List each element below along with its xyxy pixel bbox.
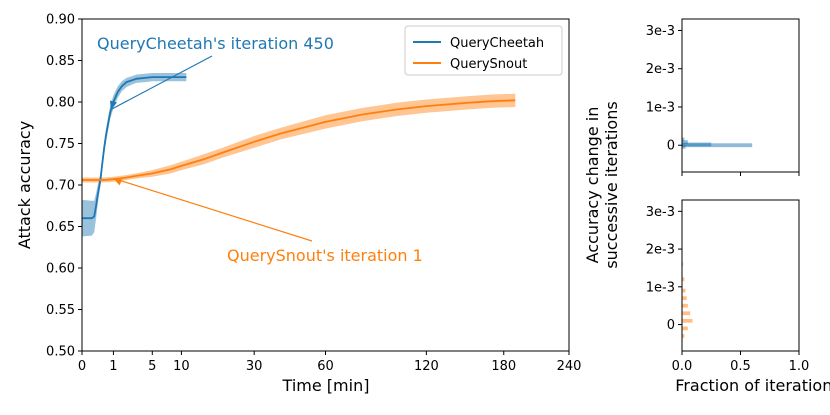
x-tick-label: 120 bbox=[414, 359, 439, 374]
histogram-bar bbox=[682, 311, 691, 316]
main-chart: QueryCheetah's iteration 450QuerySnout's… bbox=[15, 13, 581, 396]
main-x-axis-label: Time [min] bbox=[282, 376, 370, 395]
y-tick-label: 0.60 bbox=[46, 262, 75, 277]
histogram-bar bbox=[682, 334, 685, 338]
y-tick-label: 0 bbox=[667, 139, 675, 154]
histogram-bar bbox=[682, 262, 684, 267]
histogram-bottom-frame bbox=[681, 199, 800, 352]
y-tick-label: 3e-3 bbox=[646, 24, 675, 39]
legend-box bbox=[404, 25, 563, 76]
histogram-bar bbox=[682, 296, 687, 301]
histogram-y-axis-label: Accuracy change in successive iterations bbox=[583, 101, 621, 268]
histogram-bar bbox=[682, 326, 688, 331]
y-tick-label: 0.80 bbox=[46, 96, 75, 111]
histogram-bar bbox=[682, 277, 685, 282]
y-tick-label: 0.70 bbox=[46, 179, 75, 194]
histogram-querycheetah: 0 1e-3 2e-3 3e-3 bbox=[646, 18, 800, 176]
histogram-x-axis-label: Fraction of iterations bbox=[675, 376, 830, 395]
legend-label-querysnout: QuerySnout bbox=[450, 57, 527, 72]
annotation-arrowhead-querysnout bbox=[113, 178, 123, 186]
main-y-axis-label: Attack accuracy bbox=[15, 121, 34, 249]
y-tick-label: 0.75 bbox=[46, 137, 75, 152]
histogram-bar bbox=[682, 143, 753, 148]
x-tick-label: 10 bbox=[173, 359, 190, 374]
y-tick-label: 0.90 bbox=[46, 13, 75, 28]
y-tick-label: 2e-3 bbox=[646, 243, 675, 258]
histogram-bar bbox=[682, 288, 686, 293]
annotation-querycheetah: QueryCheetah's iteration 450 bbox=[97, 34, 334, 53]
histogram-bar bbox=[682, 144, 686, 149]
y-tick-label: 0 bbox=[667, 318, 675, 333]
x-tick-label: 1.0 bbox=[789, 359, 810, 374]
legend-label-querycheetah: QueryCheetah bbox=[450, 36, 544, 51]
annotation-arrow-querycheetah bbox=[110, 55, 213, 111]
y-tick-label: 1e-3 bbox=[646, 280, 675, 295]
y-tick-label: 1e-3 bbox=[646, 100, 675, 115]
x-tick-label: 60 bbox=[317, 359, 334, 374]
x-tick-label: 180 bbox=[491, 359, 516, 374]
histogram-bar bbox=[682, 318, 693, 323]
histogram-bar bbox=[682, 137, 685, 142]
annotation-arrowhead-querycheetah bbox=[109, 100, 117, 110]
histogram-top-frame bbox=[681, 18, 800, 173]
y-tick-label: 3e-3 bbox=[646, 205, 675, 220]
x-tick-label: 0.5 bbox=[730, 359, 751, 374]
x-tick-label: 0.0 bbox=[672, 359, 693, 374]
histogram-y-label-line-1: Accuracy change in bbox=[583, 107, 602, 264]
x-tick-label: 1 bbox=[109, 359, 117, 374]
x-tick-label: 30 bbox=[246, 359, 263, 374]
x-tick-label: 0 bbox=[78, 359, 86, 374]
series-line-querysnout bbox=[82, 99, 516, 181]
y-tick-label: 0.55 bbox=[46, 303, 75, 318]
y-tick-label: 2e-3 bbox=[646, 62, 675, 77]
x-tick-label: 5 bbox=[148, 359, 156, 374]
x-tick-label: 240 bbox=[557, 359, 582, 374]
annotation-querysnout: QuerySnout's iteration 1 bbox=[227, 246, 423, 265]
histogram-querysnout: 0 1e-3 2e-3 3e-3 0.0 0.5 1.0 bbox=[646, 199, 810, 374]
histogram-bar bbox=[682, 303, 688, 308]
y-tick-label: 0.85 bbox=[46, 54, 75, 69]
y-tick-label: 0.50 bbox=[46, 345, 75, 360]
band-querysnout bbox=[82, 93, 516, 183]
histogram-y-label-line-2: successive iterations bbox=[602, 101, 621, 268]
y-tick-label: 0.65 bbox=[46, 220, 75, 235]
histogram-bar bbox=[682, 140, 688, 145]
legend: QueryCheetah QuerySnout bbox=[404, 25, 563, 76]
annotation-arrow-querysnout bbox=[113, 177, 313, 242]
